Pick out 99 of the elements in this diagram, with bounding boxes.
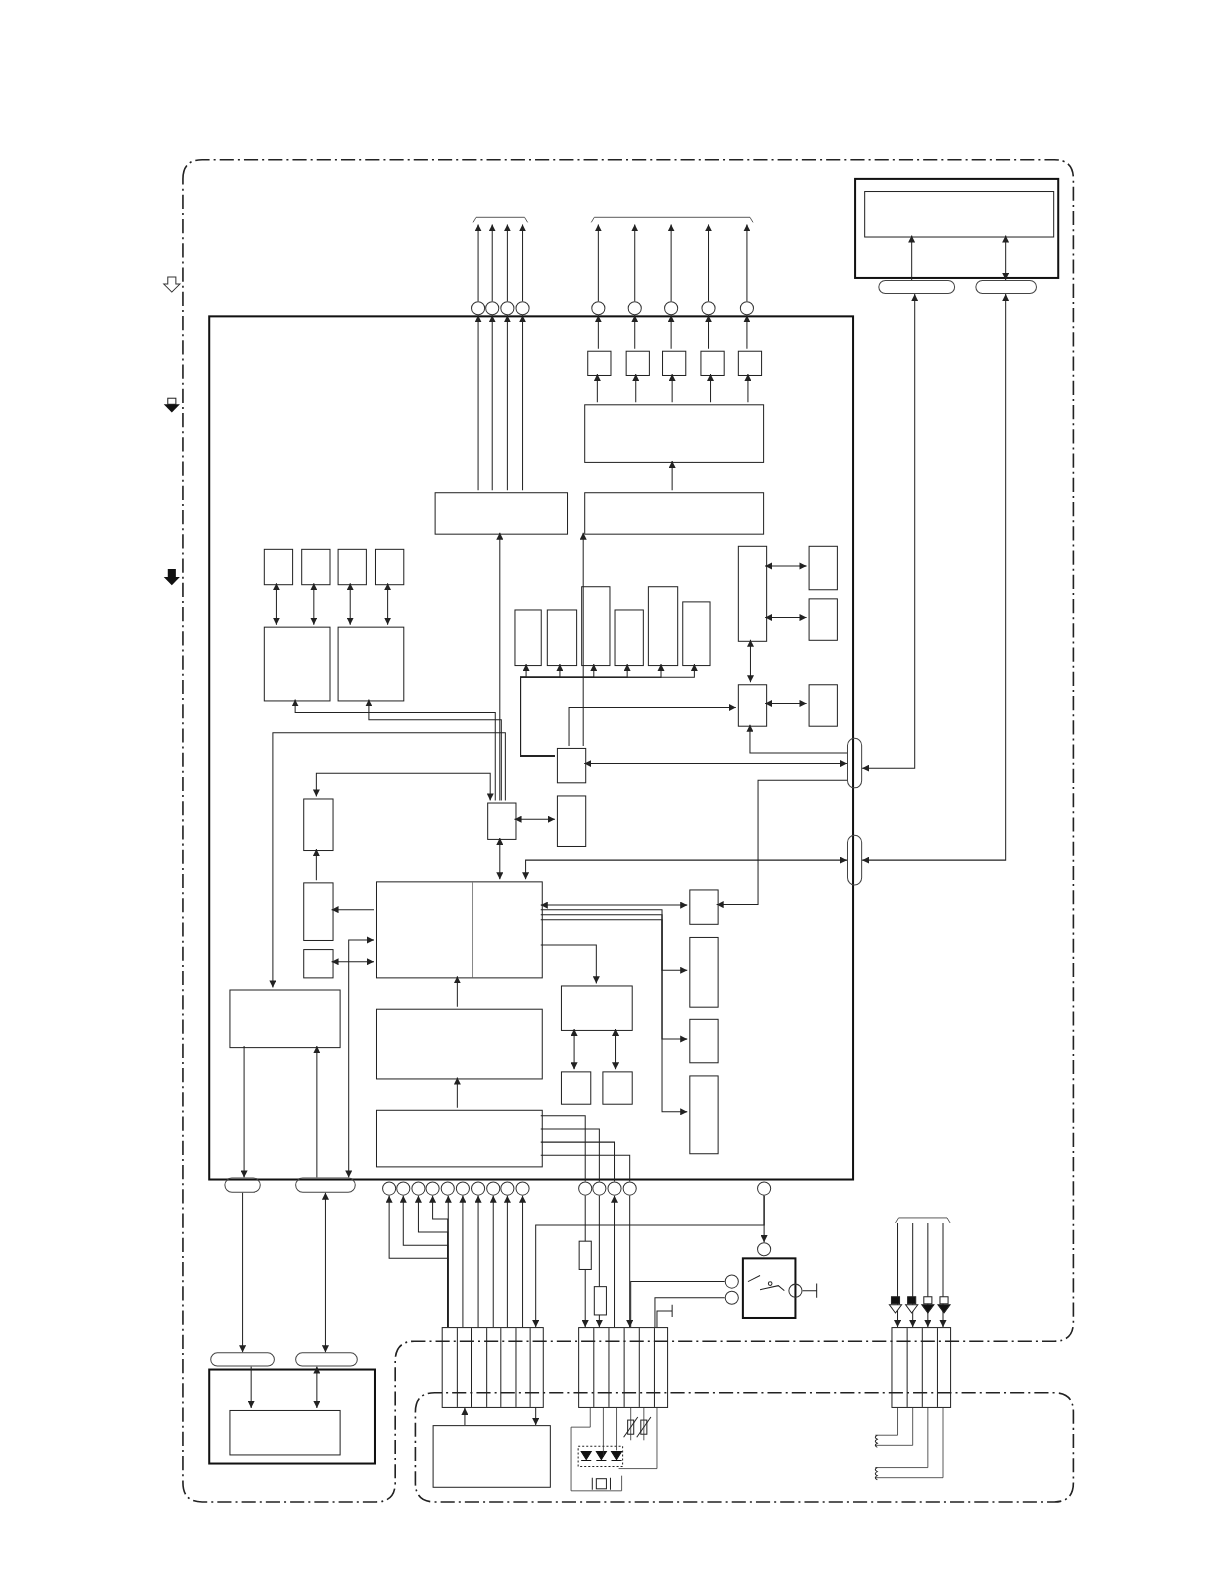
connector-line	[654, 1297, 726, 1328]
connector-line	[716, 779, 848, 909]
connector-line	[630, 1281, 726, 1328]
connector-line	[764, 699, 808, 707]
connector-line	[269, 732, 506, 988]
connector-line	[540, 901, 688, 909]
connector-line	[312, 772, 494, 801]
connector-line	[461, 1407, 469, 1426]
connector-line	[744, 373, 752, 403]
connector-line	[312, 848, 320, 881]
connector-line	[861, 293, 1010, 864]
connector-line	[313, 1366, 321, 1409]
connector-line	[532, 1407, 540, 1426]
connector-line	[239, 1192, 247, 1353]
connector-line	[496, 837, 504, 880]
connector-line	[453, 1076, 461, 1109]
connector-line	[632, 373, 640, 403]
connector-line	[667, 314, 675, 350]
connector-line	[488, 223, 496, 302]
connector-line	[764, 562, 808, 570]
connector-line	[764, 614, 808, 622]
connector-line	[532, 1195, 765, 1328]
connector-line	[593, 373, 601, 403]
connector-line	[540, 1141, 616, 1183]
connector-line	[908, 235, 916, 281]
connector-line	[520, 663, 698, 757]
connector-line	[503, 1195, 511, 1328]
connector-line	[331, 906, 375, 914]
connector-line	[331, 958, 375, 966]
connector-line	[453, 975, 461, 1008]
connector-line	[540, 909, 688, 974]
connector-line	[519, 223, 527, 302]
connector-line	[568, 703, 737, 747]
connector-block	[891, 1327, 952, 1408]
circuit-board-box	[208, 315, 855, 1181]
connector-line	[346, 582, 354, 626]
connector-line	[612, 1028, 620, 1070]
connector-line	[474, 223, 482, 302]
connector-line	[705, 314, 713, 350]
connector-block	[578, 1327, 669, 1408]
connector-line	[939, 1222, 947, 1328]
connector-block	[441, 1327, 544, 1408]
connector-line	[1002, 235, 1010, 281]
connector-line	[291, 698, 496, 801]
connector-line	[310, 582, 318, 626]
connector-line	[519, 1195, 527, 1328]
block-box	[376, 881, 543, 979]
connector-line	[743, 314, 751, 350]
connector-line	[540, 914, 688, 1043]
connector-line	[707, 373, 715, 403]
connector-line	[247, 1366, 255, 1409]
connector-line	[909, 1222, 917, 1328]
connector-line	[743, 223, 751, 302]
connector-line	[626, 1195, 634, 1328]
connector-line	[384, 582, 392, 626]
connector-line	[503, 314, 511, 491]
connector-line	[459, 1195, 467, 1328]
connector-line	[321, 1192, 329, 1353]
connector-line	[429, 1195, 449, 1328]
unit-box	[208, 1368, 376, 1465]
connector-line	[522, 856, 848, 880]
connector-line	[540, 1128, 600, 1183]
connector-line	[519, 314, 527, 491]
connector-line	[240, 1045, 248, 1178]
connector-line	[594, 223, 602, 302]
connector-line	[513, 815, 556, 823]
unit-box	[854, 177, 1060, 279]
connector-line	[746, 639, 754, 683]
connector-line	[540, 944, 600, 984]
connector-line	[474, 1195, 482, 1328]
connector-line	[540, 1115, 586, 1183]
connector-line	[496, 532, 504, 801]
connector-line	[667, 223, 675, 302]
connector-line	[313, 1045, 321, 1178]
connector-line	[594, 314, 602, 350]
connector-line	[272, 582, 280, 626]
connector-line	[668, 373, 676, 403]
connector-line	[345, 936, 375, 1178]
switch-box	[741, 1257, 797, 1319]
connector-line	[668, 460, 676, 491]
connector-line	[489, 1195, 497, 1328]
connector-line	[631, 223, 639, 302]
connector-line	[540, 919, 688, 1116]
connector-line	[583, 760, 848, 768]
connector-line	[540, 1154, 631, 1183]
connector-line	[579, 532, 587, 747]
connector-line	[365, 698, 502, 801]
connector-line	[894, 1222, 902, 1328]
connector-line	[503, 223, 511, 302]
connector-line	[924, 1222, 932, 1328]
connector-line	[746, 724, 848, 754]
connector-line	[861, 293, 919, 772]
connector-line	[631, 314, 639, 350]
connector-line	[705, 223, 713, 302]
connector-line	[570, 1028, 578, 1070]
connector-line	[611, 1195, 619, 1328]
connector-line	[488, 314, 496, 491]
connector-line	[474, 314, 482, 491]
connector-line	[444, 1195, 452, 1328]
